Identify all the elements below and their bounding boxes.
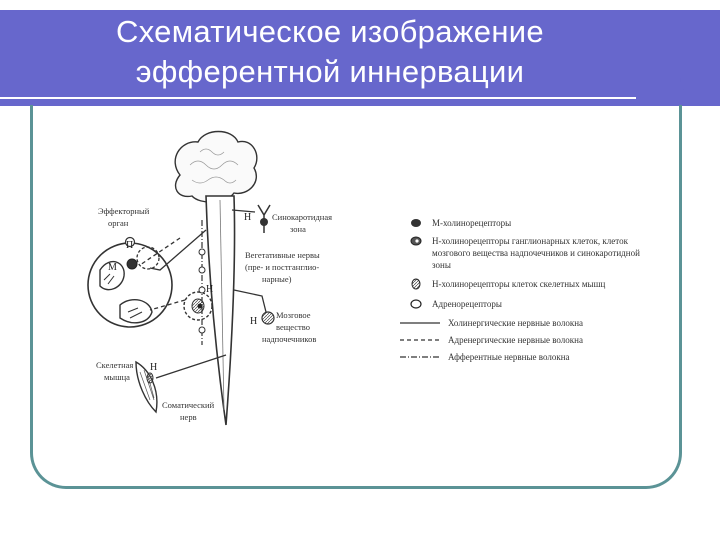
label-sino-2: зона bbox=[290, 224, 306, 234]
legend-text: Адренорецепторы bbox=[432, 299, 502, 309]
legend-item: Адренергические нервные волокна bbox=[400, 335, 583, 345]
letter-m-organ: М bbox=[108, 262, 117, 273]
slide-title: Схематическое изображение эфферентной ин… bbox=[0, 12, 660, 92]
title-line-1: Схематическое изображение bbox=[116, 14, 544, 49]
header-band bbox=[0, 10, 720, 106]
chain-node bbox=[198, 326, 206, 334]
skeletal-muscle bbox=[135, 360, 158, 414]
chain-node bbox=[198, 286, 206, 294]
label-adrenal-1: Мозговое bbox=[276, 310, 311, 320]
legend-item: Н-холинорецепторы ганглионарных клеток, … bbox=[410, 236, 640, 270]
legend-text: зоны bbox=[432, 260, 451, 270]
label-adrenal-3: надпочечников bbox=[262, 334, 316, 344]
legend: М-холинорецепторы Н-холинорецепторы ганг… bbox=[400, 218, 640, 362]
letter-n-adrenal: Н bbox=[250, 316, 257, 327]
label-muscle-1: Скелетная bbox=[96, 360, 133, 370]
label-veg-1: Вегетативные нервы bbox=[245, 250, 320, 260]
m-receptor-organ bbox=[126, 258, 138, 270]
legend-text: мозгового вещества надпочечников и синок… bbox=[432, 248, 640, 258]
ganglion-upper bbox=[136, 246, 160, 270]
label-somatic-1: Соматический bbox=[162, 400, 215, 410]
spinal-cord bbox=[205, 195, 236, 426]
somatic-nerve bbox=[155, 354, 227, 379]
adrenal-medulla bbox=[233, 289, 275, 325]
chain-node bbox=[198, 266, 206, 274]
label-effector-1: Эффекторный bbox=[98, 206, 150, 216]
label-muscle-2: мышца bbox=[104, 372, 130, 382]
spinal-cord-axis bbox=[219, 199, 225, 411]
legend-text: Холинергические нервные волокна bbox=[448, 318, 583, 328]
label-somatic-2: нерв bbox=[180, 412, 197, 422]
legend-item: Н-холинорецепторы клеток скелетных мышц bbox=[411, 278, 606, 290]
legend-item: Холинергические нервные волокна bbox=[400, 318, 583, 328]
adrenergic-fiber-upper bbox=[139, 237, 181, 266]
title-underline bbox=[0, 97, 636, 99]
chain-node bbox=[198, 248, 206, 256]
content-frame bbox=[30, 105, 682, 489]
adrenoreceptor-organ bbox=[124, 236, 136, 248]
legend-text: М-холинорецепторы bbox=[432, 218, 511, 228]
adrenoreceptor-icon bbox=[410, 299, 422, 309]
legend-text: Н-холинорецепторы клеток скелетных мышц bbox=[432, 279, 606, 289]
letter-n-muscle: Н bbox=[150, 362, 157, 373]
label-veg-3: нарные) bbox=[262, 274, 292, 284]
label-sino-1: Синокаротидная bbox=[272, 212, 332, 222]
label-effector-2: орган bbox=[108, 218, 129, 228]
sinocarotid-zone bbox=[231, 204, 271, 233]
ganglion bbox=[183, 291, 213, 321]
letter-n-ganglion: Н bbox=[206, 284, 213, 295]
label-adrenal-2: вещество bbox=[276, 322, 310, 332]
n-muscle-receptor-icon bbox=[411, 278, 421, 290]
legend-text: Адренергические нервные волокна bbox=[448, 335, 583, 345]
legend-item: Афферентные нервные волокна bbox=[400, 352, 570, 362]
brain-shape bbox=[174, 130, 258, 203]
letter-p-organ: П bbox=[126, 240, 133, 251]
legend-text: Н-холинорецепторы ганглионарных клеток, … bbox=[432, 236, 629, 246]
title-line-2: эфферентной иннервации bbox=[135, 54, 525, 89]
postganglionic-fiber bbox=[149, 299, 186, 311]
legend-text: Афферентные нервные волокна bbox=[448, 352, 570, 362]
legend-item: М-холинорецепторы bbox=[411, 218, 511, 228]
label-veg-2: (пре- и постганглио- bbox=[245, 262, 319, 272]
m-receptor-icon bbox=[411, 219, 421, 227]
legend-item: Адренорецепторы bbox=[410, 299, 502, 309]
letter-n-sino: Н bbox=[244, 212, 251, 223]
preganglionic-nerve-upper bbox=[149, 229, 207, 271]
